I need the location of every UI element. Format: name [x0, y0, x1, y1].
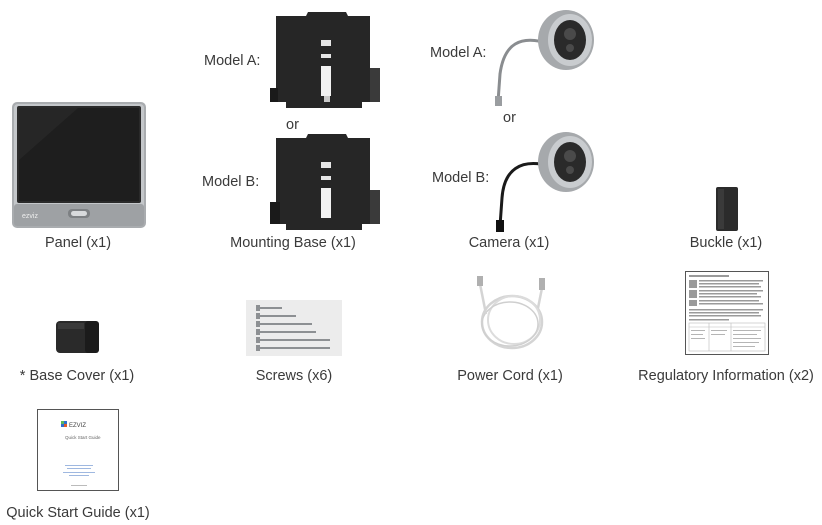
- regulatory-info-image: [685, 271, 769, 355]
- mounting-base-model-b-image: [270, 134, 380, 230]
- svg-text:ezviz: ezviz: [22, 213, 38, 220]
- base-cover-label: * Base Cover (x1): [19, 368, 135, 384]
- mounting-base-label: Mounting Base (x1): [230, 235, 356, 251]
- mounting-base-or: or: [286, 117, 299, 133]
- camera-model-a-image: [495, 10, 594, 106]
- camera-model-b-label: Model B:: [432, 170, 490, 186]
- power-cord-label: Power Cord (x1): [457, 368, 563, 384]
- buckle-image: [716, 187, 738, 231]
- screws-label: Screws (x6): [255, 368, 333, 384]
- camera-label: Camera (x1): [468, 235, 550, 251]
- quick-start-guide-label: Quick Start Guide (x1): [6, 505, 150, 521]
- buckle-label: Buckle (x1): [689, 235, 763, 251]
- panel-label: Panel (x1): [44, 235, 112, 251]
- mounting-base-model-a-image: [270, 12, 380, 108]
- quick-start-brand: EZVIZ: [69, 423, 86, 429]
- power-cord-image: [477, 276, 545, 350]
- quick-start-title: Quick Start Guide: [65, 435, 101, 440]
- camera-or: or: [503, 110, 516, 126]
- camera-model-b-image: [496, 132, 594, 232]
- quick-start-guide-image: EZVIZ Quick Start Guide: [37, 409, 119, 491]
- mounting-base-model-a-label: Model A:: [204, 53, 261, 69]
- regulatory-info-label: Regulatory Information (x2): [638, 368, 814, 384]
- camera-model-a-label: Model A:: [430, 45, 487, 61]
- mounting-base-model-b-label: Model B:: [202, 174, 260, 190]
- panel-image: ezviz: [12, 102, 146, 228]
- screws-image: [246, 300, 342, 356]
- base-cover-image: [56, 321, 99, 353]
